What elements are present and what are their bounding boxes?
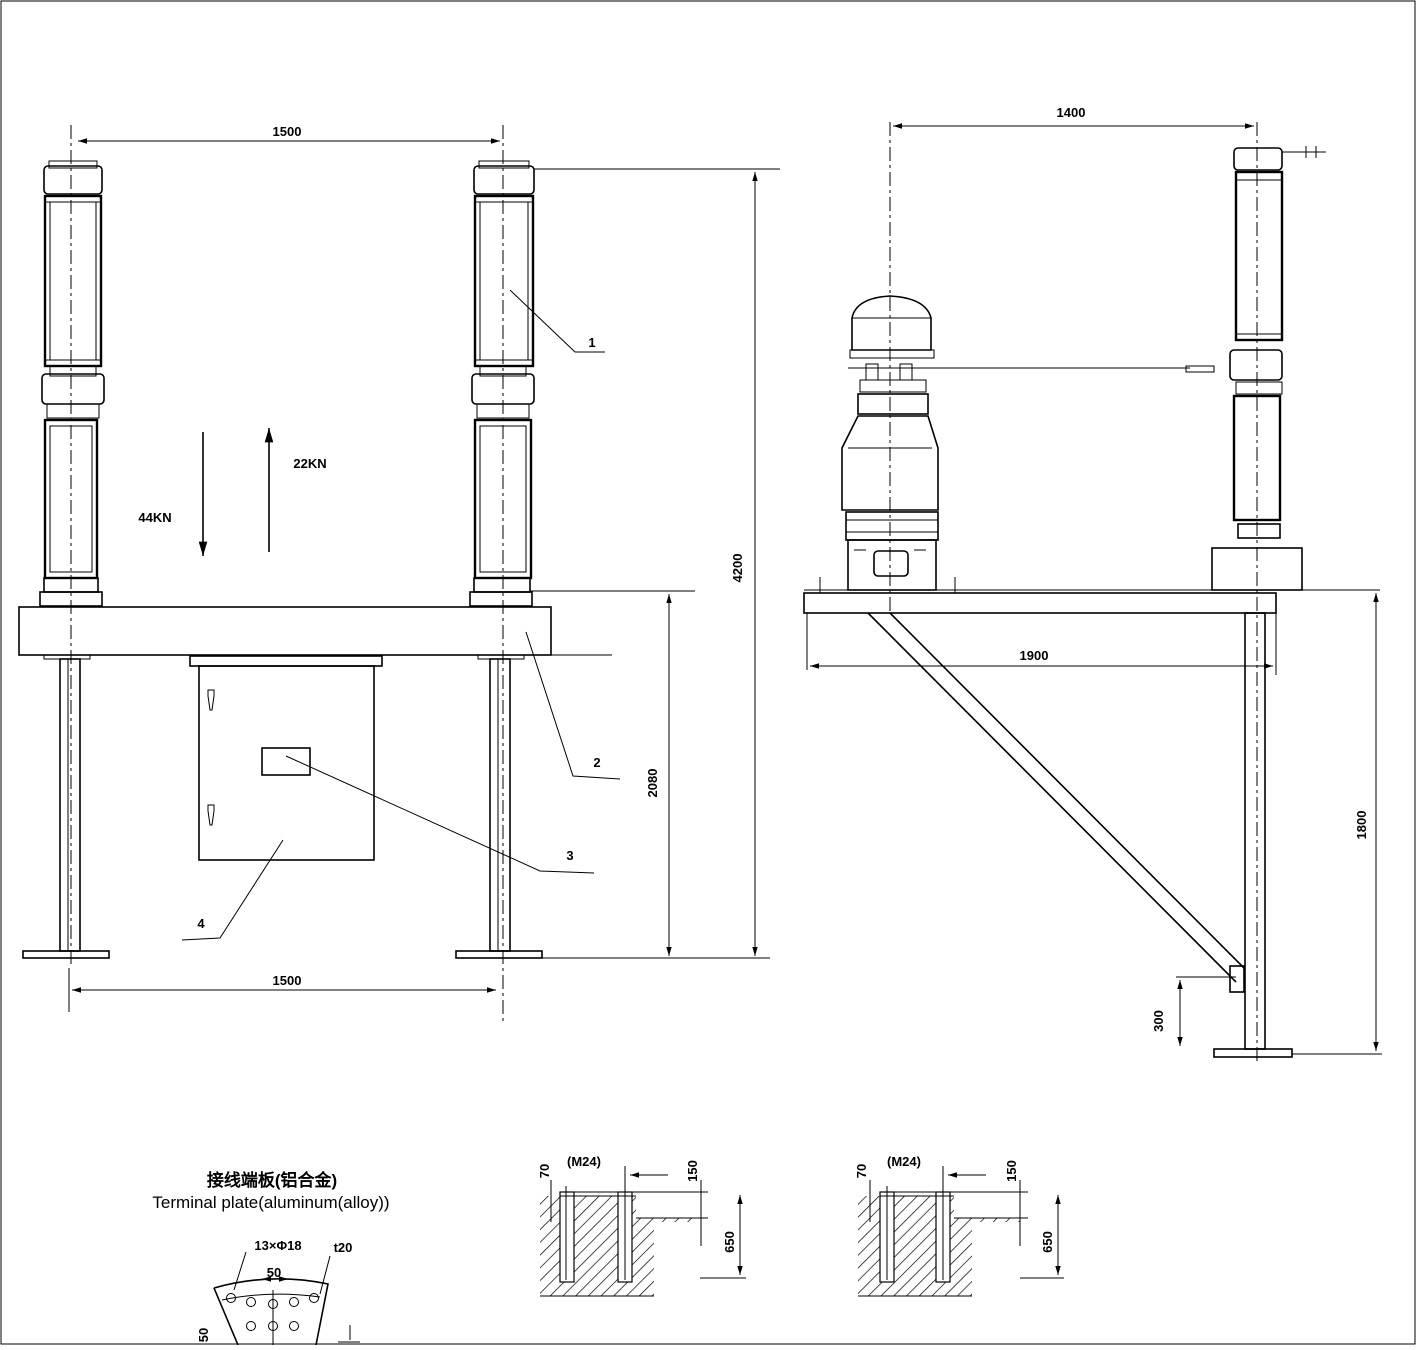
dim-column-height-text: 1800	[1354, 811, 1369, 840]
foundation-a-70: 70	[537, 1164, 552, 1178]
foundation-a-650: 650	[722, 1231, 737, 1253]
foundation-b-70: 70	[854, 1164, 869, 1178]
terminal-plate-title-en: Terminal plate(aluminum(alloy))	[152, 1193, 389, 1212]
dim-top-spacing-text: 1500	[273, 124, 302, 139]
dim-brace-height-text: 300	[1151, 1010, 1166, 1032]
force-down-label: 44KN	[138, 510, 171, 525]
dim-frame-height: 2080	[645, 594, 672, 956]
dim-bottom-spacing: 1500	[68, 968, 496, 1012]
terminal-plate-pitch: 50	[267, 1265, 281, 1280]
svg-text:1: 1	[588, 335, 595, 350]
dim-total-height-text: 4200	[730, 554, 745, 583]
dim-brace-height: 300	[1151, 976, 1236, 1046]
breaker-unit	[841, 295, 939, 591]
foundation-b-650: 650	[1040, 1231, 1055, 1253]
dim-total-height: 4200	[730, 172, 758, 956]
side-column	[1244, 612, 1266, 1050]
front-view: 1500	[18, 124, 780, 1025]
diagonal-brace	[867, 612, 1245, 993]
control-cabinet	[189, 655, 383, 861]
terminal-plate-title-cn: 接线端板(铝合金)	[207, 1170, 337, 1190]
callout-3: 3	[285, 755, 595, 874]
callout-1: 1	[509, 289, 605, 353]
dim-top-spacing: 1500	[78, 124, 500, 144]
frame-legs	[22, 658, 770, 959]
foundation-b-bolt: (M24)	[887, 1154, 921, 1169]
force-arrows: 44KN 22KN	[138, 428, 327, 556]
terminal-plate-thickness: t20	[334, 1240, 353, 1255]
foundation-detail-b: (M24) 70 150 650	[854, 1154, 1064, 1297]
foundation-a-150: 150	[685, 1160, 700, 1182]
dim-column-height: 1800	[1292, 593, 1382, 1055]
nameplate	[261, 747, 311, 776]
terminal-plate-detail: 接线端板(铝合金) Terminal plate(aluminum(alloy)…	[152, 1170, 390, 1346]
callout-2: 2	[525, 631, 621, 780]
svg-text:3: 3	[566, 848, 573, 863]
dim-beam-length-text: 1900	[1020, 648, 1049, 663]
terminal-plate-holes: 13×Φ18	[254, 1238, 301, 1253]
foundation-b-150: 150	[1004, 1160, 1019, 1182]
terminal-holes	[226, 1290, 319, 1345]
terminal-plate-side: 50	[196, 1328, 211, 1342]
svg-text:2: 2	[593, 755, 600, 770]
frame-beam	[18, 606, 552, 656]
svg-text:4: 4	[197, 916, 205, 931]
dim-top-offset-text: 1400	[1057, 105, 1086, 120]
side-view: 1400	[803, 105, 1382, 1065]
callout-4: 4	[181, 839, 284, 941]
dim-beam-length: 1900	[806, 613, 1277, 675]
dim-frame-height-text: 2080	[645, 769, 660, 798]
foundation-detail-a: (M24) 70 150 650	[537, 1154, 746, 1297]
side-beam	[803, 592, 1277, 614]
left-pole-column	[39, 160, 105, 607]
right-pole-column	[469, 160, 535, 607]
post-insulator	[1211, 146, 1326, 591]
door-handle-icon	[207, 804, 215, 826]
force-up-label: 22KN	[293, 456, 326, 471]
dim-top-offset: 1400	[893, 105, 1254, 129]
door-handle-icon	[207, 689, 215, 711]
dim-bottom-spacing-text: 1500	[273, 973, 302, 988]
foundation-a-bolt: (M24)	[567, 1154, 601, 1169]
